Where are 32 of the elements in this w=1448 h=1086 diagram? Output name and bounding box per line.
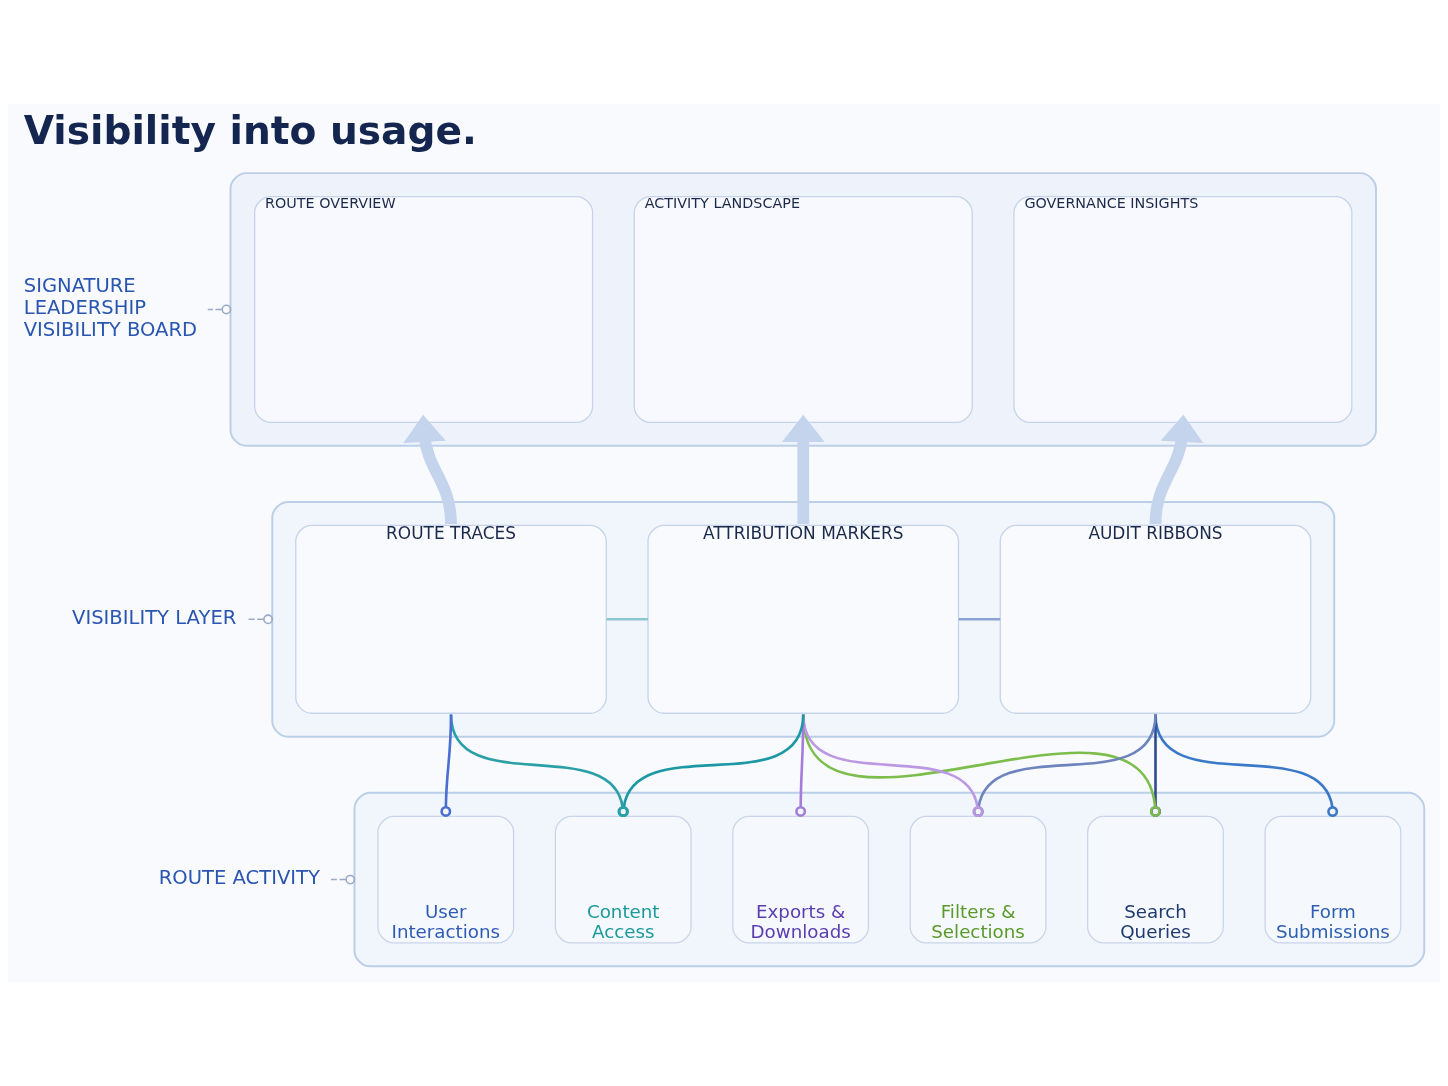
node-text: SIGNATURE LEADERSHIP VISIBILITY BOARD (23, 273, 198, 342)
connector (972, 714, 1157, 817)
node-box: ROUTE OVERVIEW (254, 196, 594, 423)
connector (801, 714, 1161, 817)
node-box: Content Access (554, 815, 692, 944)
connector (330, 874, 356, 885)
node-box: AUDIT RIBBONS (999, 524, 1312, 714)
node-text: ROUTE ACTIVITY (158, 866, 320, 890)
arrow (781, 414, 825, 525)
connector (801, 714, 984, 817)
diagram-title: Visibility into usage. (23, 108, 477, 154)
connector (247, 614, 274, 625)
connector (606, 618, 648, 621)
node-box: ACTIVITY LANDSCAPE (633, 196, 973, 423)
arrow (403, 414, 457, 525)
node-box: Search Queries (1087, 815, 1224, 944)
arrow (1149, 414, 1204, 525)
node-box: GOVERNANCE INSIGHTS (1013, 196, 1353, 423)
node-box: Form Submissions (1264, 815, 1402, 944)
node-box: User Interactions (377, 815, 515, 944)
connector (206, 304, 232, 315)
node-box: ROUTE TRACES (295, 524, 607, 714)
cluster (353, 791, 1426, 968)
cluster (271, 500, 1336, 738)
connector (618, 714, 805, 817)
node-box: Exports & Downloads (732, 815, 870, 944)
node-text: VISIBILITY LAYER (72, 605, 237, 629)
node-box: ATTRIBUTION MARKERS (647, 524, 960, 714)
node-box: Filters & Selections (909, 815, 1047, 944)
connector (958, 618, 1001, 621)
connector (440, 714, 453, 817)
connector (795, 714, 807, 817)
